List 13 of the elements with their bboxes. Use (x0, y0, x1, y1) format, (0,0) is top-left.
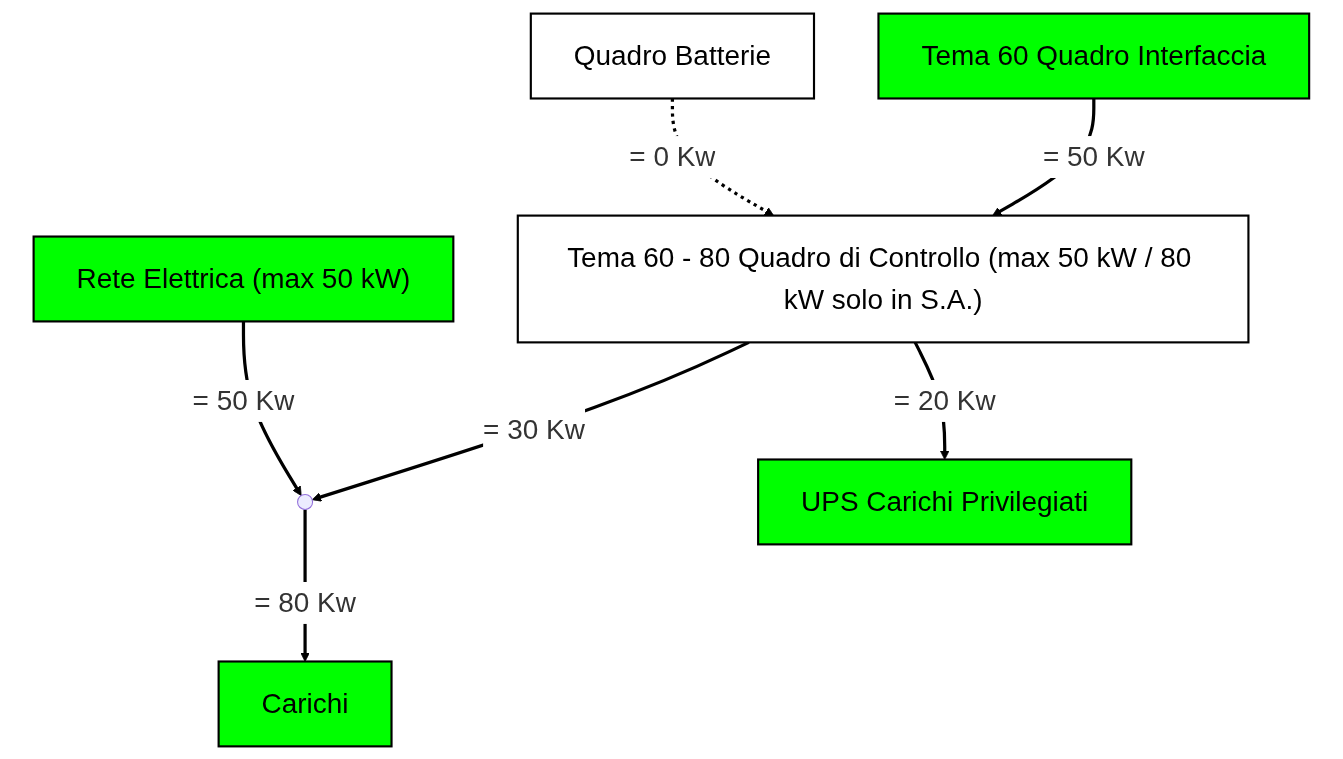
node-box: Quadro Batterie (529, 12, 816, 100)
edge-label: = 20 Kw (893, 383, 996, 417)
edge-label: = 50 Kw (192, 383, 295, 417)
edge-label: = 30 Kw (483, 412, 585, 445)
edge-label: = 50 Kw (1043, 139, 1145, 173)
node-box: Carichi (217, 659, 393, 747)
node-box: Tema 60 Quadro Interfaccia (877, 12, 1311, 100)
edge-label: = 80 Kw (254, 585, 357, 619)
node-box: Rete Elettrica (max 50 kW) (32, 235, 455, 322)
node-box: UPS Carichi Privilegiati (757, 457, 1133, 545)
node-point (297, 493, 314, 510)
edge-label: = 0 Kw (629, 139, 716, 173)
node-box: Tema 60 - 80 Quadro di Controllo (max 50 kW / 80 kW solo in S.A.) (516, 214, 1250, 343)
